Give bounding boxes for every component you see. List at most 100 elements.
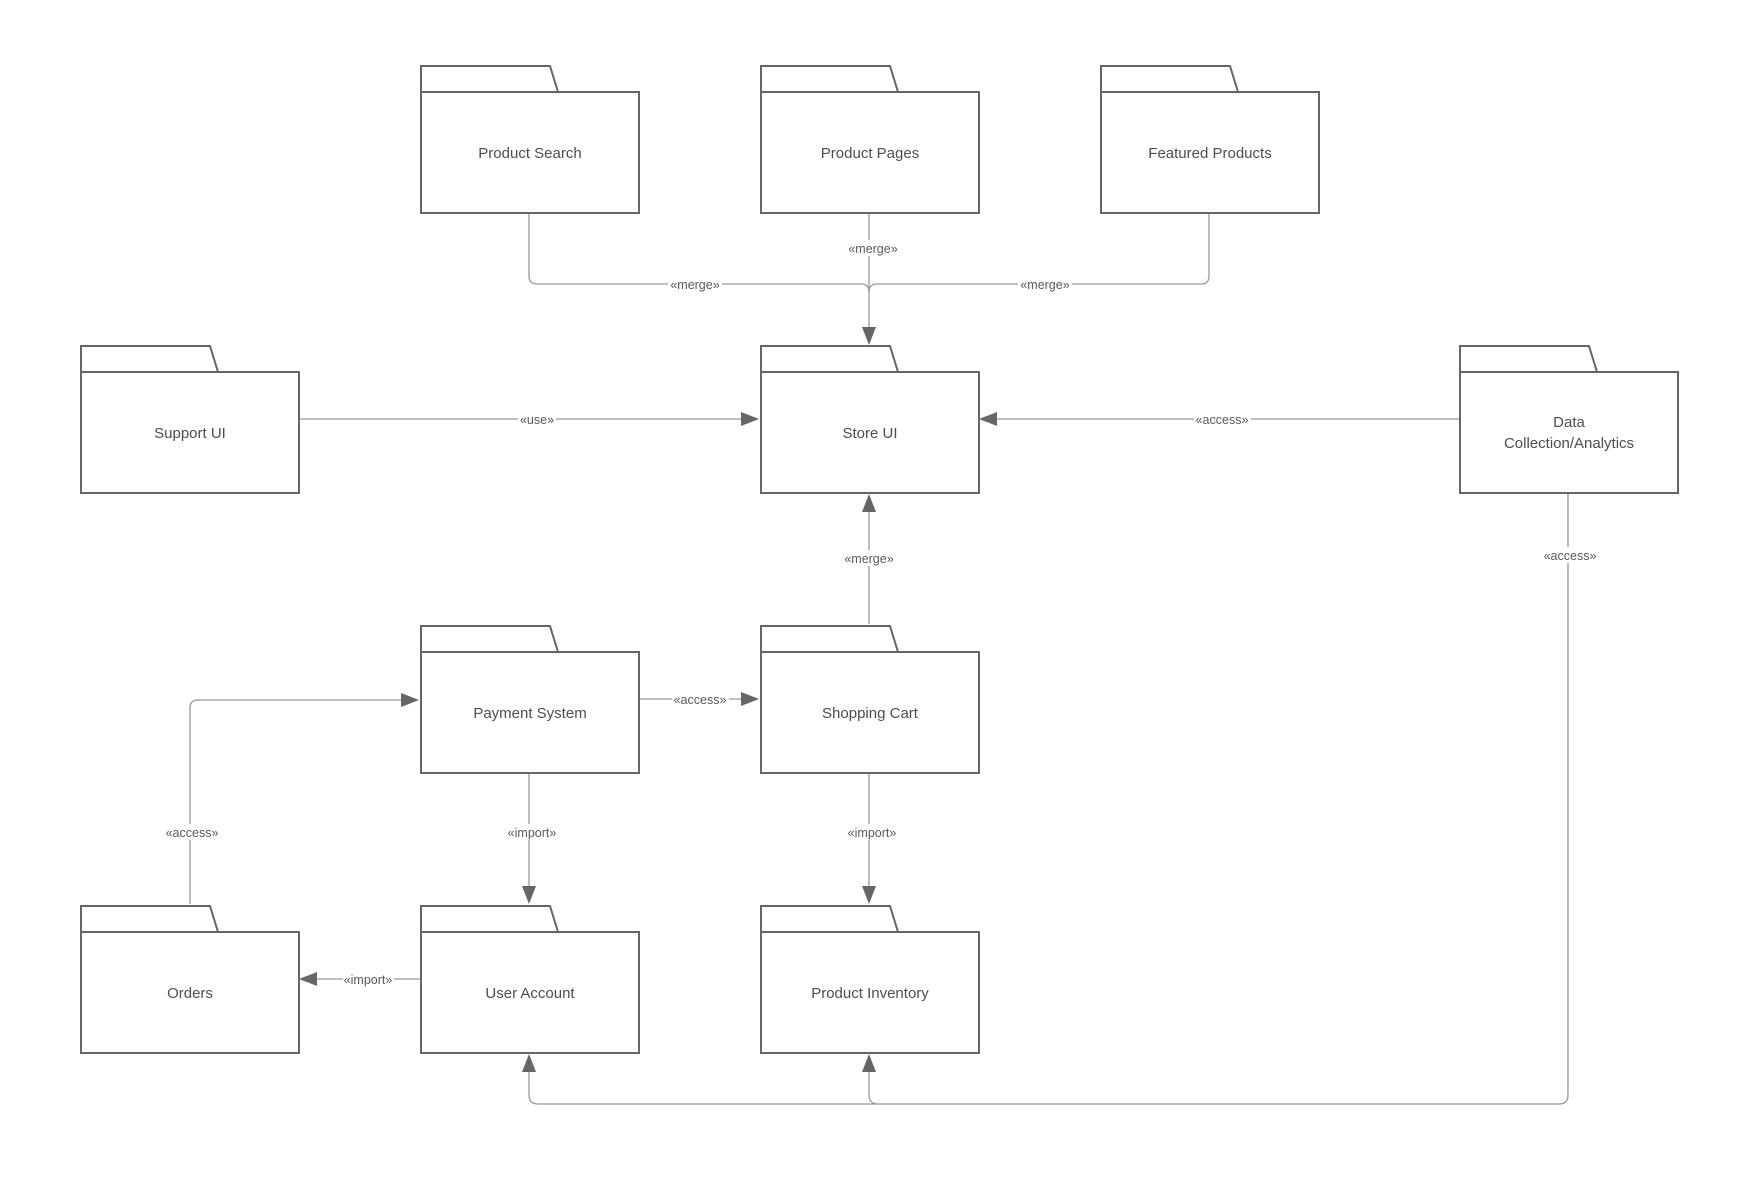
edge-featured-products-to-store-ui[interactable] [868, 214, 1210, 293]
stereotype-label: «merge» [670, 278, 719, 292]
package-tab [760, 345, 900, 373]
package-support-ui[interactable]: Support UI [80, 345, 300, 494]
stereotype-label: «merge» [848, 242, 897, 256]
edge-product-search-to-store-ui[interactable] [528, 214, 870, 293]
edge-line [528, 493, 1569, 1105]
edge-label-merge-center: «merge» [846, 240, 900, 256]
edge-labels-layer: «merge» «merge» «merge» «use» «access» «… [164, 240, 1599, 987]
package-label: Store UI [842, 425, 897, 442]
edge-label-access-store: «access» [1194, 411, 1251, 427]
stereotype-label: «import» [848, 826, 897, 840]
stereotype-label: «access» [1196, 413, 1249, 427]
edge-label-merge-cart: «merge» [842, 550, 896, 566]
package-user-account[interactable]: User Account [420, 905, 640, 1054]
edge-label-merge-right: «merge» [1018, 276, 1072, 292]
edge-shopping-cart-to-store-ui[interactable] [862, 494, 876, 624]
package-tab [420, 625, 560, 653]
stereotype-label: «access» [1544, 549, 1597, 563]
package-body [1100, 91, 1320, 214]
arrowhead-down [862, 327, 876, 345]
package-tab [420, 905, 560, 933]
package-label: Shopping Cart [822, 705, 919, 722]
package-tab [760, 905, 900, 933]
stereotype-label: «merge» [1020, 278, 1069, 292]
package-body [1459, 371, 1679, 494]
package-product-inventory[interactable]: Product Inventory [760, 905, 980, 1054]
arrowhead-right [741, 692, 759, 706]
package-tab [760, 625, 900, 653]
package-tab [1459, 345, 1599, 373]
package-tab [80, 345, 220, 373]
package-body [420, 931, 640, 1054]
edge-line [528, 214, 870, 293]
arrowhead-left [979, 412, 997, 426]
package-body [760, 931, 980, 1054]
arrowhead-down [522, 886, 536, 904]
package-tab [760, 65, 900, 93]
package-tab [80, 905, 220, 933]
edge-label-access-data: «access» [1542, 547, 1599, 563]
package-label: Featured Products [1148, 145, 1271, 162]
packages-layer: Product Search Product Pages Featured Pr… [80, 65, 1679, 1054]
edge-orders-to-payment-system[interactable] [189, 693, 419, 904]
stereotype-label: «merge» [844, 552, 893, 566]
edge-label-use: «use» [518, 411, 556, 427]
label-bg [668, 276, 722, 292]
edge-data-collection-to-user-account-and-inventory[interactable] [522, 493, 1569, 1105]
stereotype-label: «access» [674, 693, 727, 707]
label-bg [1194, 411, 1251, 427]
package-tab [420, 65, 560, 93]
edge-line [189, 699, 401, 904]
package-shopping-cart[interactable]: Shopping Cart [760, 625, 980, 774]
edge-label-merge-left: «merge» [668, 276, 722, 292]
label-bg [846, 240, 900, 256]
label-bg [1018, 276, 1072, 292]
arrowhead-right [741, 412, 759, 426]
arrowhead-right [401, 693, 419, 707]
arrowhead-up [522, 1054, 536, 1072]
package-payment-system[interactable]: Payment System [420, 625, 640, 774]
stereotype-label: «use» [520, 413, 554, 427]
package-data-collection-analytics[interactable]: Data Collection/Analytics [1459, 345, 1679, 494]
package-body [760, 91, 980, 214]
package-label: Orders [167, 985, 213, 1002]
package-body [760, 371, 980, 494]
label-bg [842, 550, 896, 566]
arrowhead-down [862, 886, 876, 904]
label-bg [672, 691, 729, 707]
stereotype-label: «import» [344, 973, 393, 987]
package-body [80, 931, 300, 1054]
stereotype-label: «import» [508, 826, 557, 840]
label-bg [164, 824, 221, 840]
label-bg [518, 411, 556, 427]
edge-label-import-inventory: «import» [847, 824, 898, 840]
edge-label-access-payment-cart: «access» [672, 691, 729, 707]
edge-product-pages-to-store-ui[interactable] [862, 214, 876, 345]
edge-label-import-orders: «import» [343, 971, 394, 987]
package-body [420, 651, 640, 774]
edge-label-access-orders-payment: «access» [164, 824, 221, 840]
arrowhead-up [862, 1054, 876, 1072]
package-store-ui[interactable]: Store UI [760, 345, 980, 494]
edge-line [868, 214, 1210, 293]
package-product-pages[interactable]: Product Pages [760, 65, 980, 214]
package-product-search[interactable]: Product Search [420, 65, 640, 214]
package-tab [1100, 65, 1240, 93]
package-featured-products[interactable]: Featured Products [1100, 65, 1320, 214]
package-label: Payment System [473, 705, 586, 722]
label-bg [507, 824, 558, 840]
package-label: Support UI [154, 425, 226, 442]
label-bg [847, 824, 898, 840]
package-label: Product Pages [821, 145, 919, 162]
package-label-line1: Data [1553, 414, 1585, 431]
package-body [420, 91, 640, 214]
label-bg [1542, 547, 1599, 563]
arrowhead-left [299, 972, 317, 986]
edge-branch-line [868, 1072, 879, 1105]
label-bg [343, 971, 394, 987]
package-orders[interactable]: Orders [80, 905, 300, 1054]
package-body [760, 651, 980, 774]
stereotype-label: «access» [166, 826, 219, 840]
package-label: Product Inventory [811, 985, 929, 1002]
